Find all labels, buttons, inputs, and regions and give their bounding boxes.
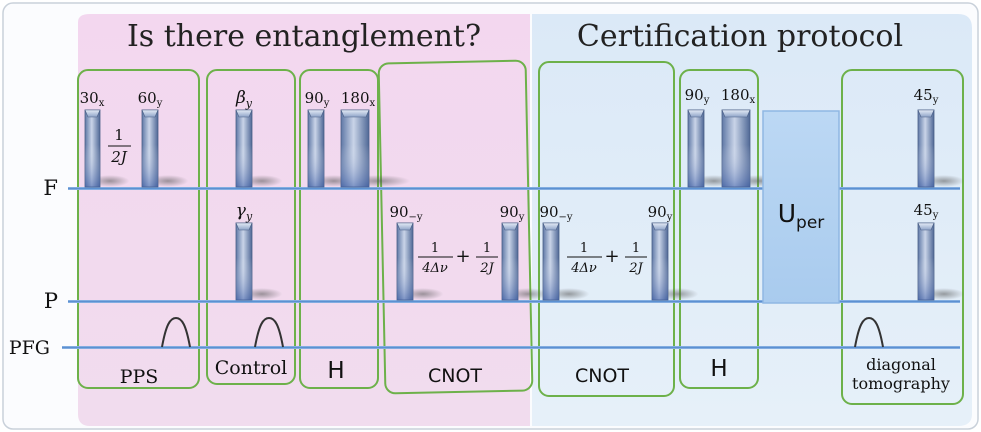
label-tomo-p: 45y bbox=[914, 201, 939, 221]
entanglement-title: Is there entanglement? bbox=[127, 19, 481, 54]
cnot-left-frac1-den: 4Δν bbox=[421, 261, 448, 276]
tomography-label: tomography bbox=[852, 374, 950, 393]
label-h1-b: 180x bbox=[341, 89, 376, 109]
p-channel-line bbox=[68, 300, 960, 303]
pulse-cnot2-a bbox=[542, 222, 590, 301]
pps-label: PPS bbox=[120, 366, 159, 388]
cnot-right-block bbox=[538, 61, 675, 397]
label-h1-a: 90y bbox=[305, 89, 330, 109]
pulse-h2-a bbox=[687, 109, 735, 188]
cnot-right-plus: + bbox=[604, 246, 619, 267]
block-labels: PPS Control H CNOT CNOT H diagonal tomog… bbox=[120, 355, 950, 393]
gradient-pulse-tomography bbox=[854, 316, 884, 348]
pulse-ctrl-f bbox=[235, 109, 283, 188]
pps-delay-den: 2J bbox=[110, 148, 128, 166]
cnot-left-frac2-num: 1 bbox=[483, 241, 491, 256]
gradient-pulse-control bbox=[254, 316, 284, 348]
tomography-block bbox=[841, 69, 964, 405]
label-pps-f2: 60y bbox=[138, 89, 163, 109]
label-h2-b: 180x bbox=[721, 86, 756, 106]
gradient-pulses bbox=[161, 316, 884, 348]
h-left-label: H bbox=[327, 358, 344, 384]
gradient-pulse-pps bbox=[161, 316, 191, 348]
f-channel-line bbox=[68, 187, 960, 190]
label-pps-f1: 30x bbox=[80, 89, 105, 109]
block-borders bbox=[77, 59, 964, 405]
label-tomo-f: 45y bbox=[914, 86, 939, 106]
pps-block bbox=[77, 69, 200, 389]
cnot-right-delay: 1 4Δν + 1 2J bbox=[567, 241, 647, 276]
h-left-block bbox=[299, 69, 379, 389]
cnot-right-frac2-num: 1 bbox=[632, 241, 640, 256]
diagonal-label: diagonal bbox=[866, 355, 936, 374]
pulse-tomo-p bbox=[917, 222, 965, 301]
f-channel-label: F bbox=[43, 176, 58, 200]
cnot-left-label: CNOT bbox=[428, 365, 482, 387]
control-label: Control bbox=[215, 357, 287, 379]
h-right-label: H bbox=[710, 356, 727, 382]
pulse-cnot2-b bbox=[651, 222, 699, 301]
pulse-pps-f1 bbox=[84, 109, 130, 188]
pulse-h1-b bbox=[340, 109, 411, 188]
cnot-right-label: CNOT bbox=[575, 365, 629, 387]
uper-main: U bbox=[778, 199, 796, 228]
pps-delay-fraction: 1 2J bbox=[108, 126, 131, 166]
pulse-cnot1-b bbox=[501, 222, 549, 301]
label-h2-a: 90y bbox=[685, 86, 710, 106]
pfg-channel-line bbox=[62, 346, 960, 349]
pulse-cnot1-a bbox=[396, 222, 444, 301]
label-cnot2-b: 90y bbox=[648, 203, 673, 223]
certification-title: Certification protocol bbox=[577, 19, 903, 54]
cnot-right-frac1-num: 1 bbox=[580, 241, 588, 256]
pulse-pps-f2 bbox=[141, 109, 189, 188]
label-ctrl-p: γy bbox=[236, 201, 253, 223]
p-channel-label: P bbox=[44, 289, 58, 313]
entanglement-section-bg bbox=[78, 14, 530, 426]
cnot-right-frac2-den: 2J bbox=[628, 261, 643, 276]
label-ctrl-f: βy bbox=[235, 88, 253, 110]
cnot-left-delay: 1 4Δν + 1 2J bbox=[418, 241, 498, 276]
cnot-left-frac1-num: 1 bbox=[431, 241, 439, 256]
uper-box bbox=[762, 110, 840, 304]
cnot-left-frac2-den: 2J bbox=[479, 261, 494, 276]
uper-subscript: per bbox=[796, 213, 824, 233]
pulse-tomo-f bbox=[917, 109, 965, 188]
pps-delay-num: 1 bbox=[114, 126, 124, 144]
uper-label: Uper bbox=[778, 199, 825, 233]
pulse-labels: 30x 60y βy γy 90y 180x 90−y 90y 90−y 90y… bbox=[80, 86, 939, 223]
pulse-ctrl-p bbox=[235, 222, 283, 301]
label-cnot2-a: 90−y bbox=[539, 203, 572, 223]
pfg-channel-label: PFG bbox=[9, 337, 50, 359]
label-cnot1-b: 90y bbox=[500, 203, 525, 223]
h-right-block bbox=[679, 69, 759, 389]
cnot-left-plus: + bbox=[455, 246, 470, 267]
cnot-right-frac1-den: 4Δν bbox=[570, 261, 597, 276]
label-cnot1-a: 90−y bbox=[389, 203, 422, 223]
cnot-left-block bbox=[377, 59, 534, 395]
control-block bbox=[206, 69, 296, 385]
